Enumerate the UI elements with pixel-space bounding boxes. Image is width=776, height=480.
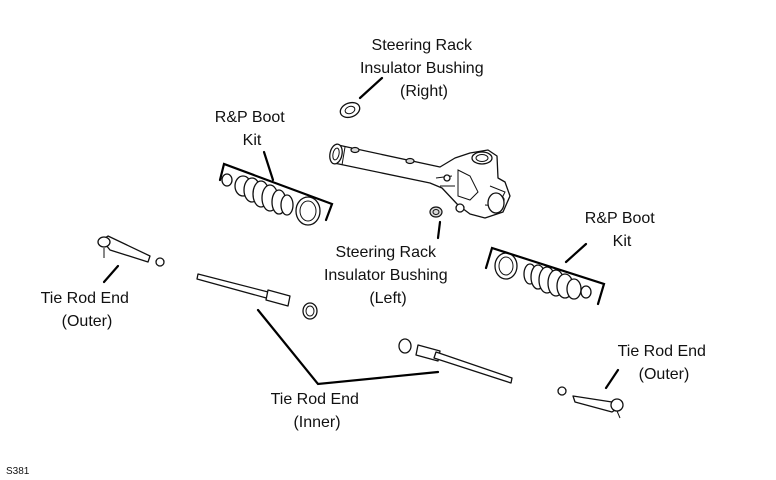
label-rack-bushing-left: Steering Rack Insulator Bushing (Left) xyxy=(324,244,452,307)
label-boot-kit-right: R&P Boot Kit xyxy=(585,210,659,250)
boot-kit-left xyxy=(221,173,321,226)
label-tie-rod-outer-right: Tie Rod End (Outer) xyxy=(618,343,711,383)
tie-rod-outer-right-part xyxy=(557,386,624,419)
tie-rod-outer-left-part xyxy=(97,235,165,267)
rack-bushing-right xyxy=(339,101,361,119)
leader-lines xyxy=(102,76,620,390)
tie-rod-inner-right-part xyxy=(398,338,513,384)
label-rack-bushing-right: Steering Rack Insulator Bushing (Right) xyxy=(360,37,488,100)
tie-rod-inner-left-part xyxy=(196,273,318,320)
label-boot-kit-left: R&P Boot Kit xyxy=(215,109,289,149)
steering-rack-housing xyxy=(329,143,511,219)
boot-kit-right xyxy=(494,252,592,300)
label-tie-rod-outer-left: Tie Rod End (Outer) xyxy=(41,290,134,330)
rack-bushing-left xyxy=(429,206,443,218)
label-tie-rod-inner: Tie Rod End (Inner) xyxy=(271,391,364,431)
figure-code: S381 xyxy=(6,466,30,477)
